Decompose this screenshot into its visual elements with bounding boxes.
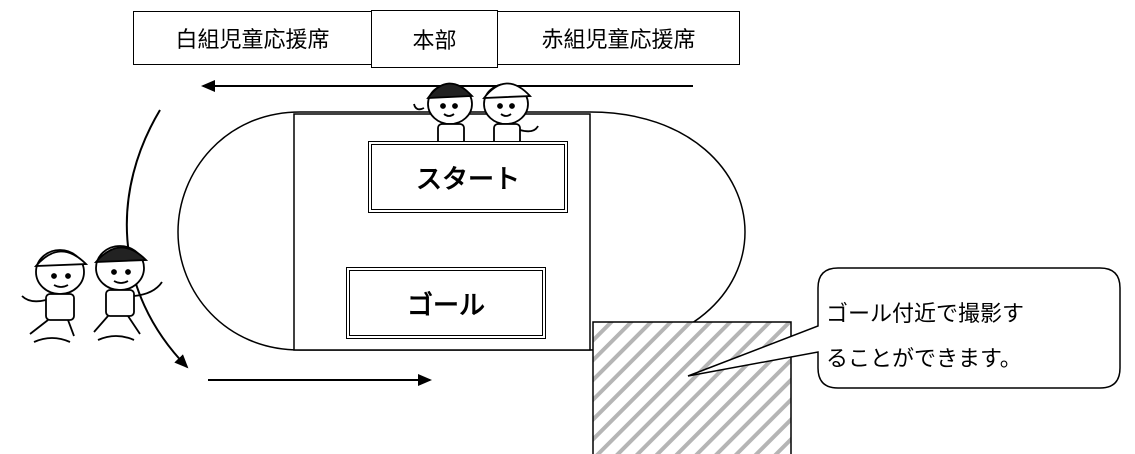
- photo-area: [592, 321, 792, 454]
- curve-arrow: [125, 109, 189, 369]
- headquarters-box: 本部: [371, 10, 498, 68]
- running-kids-icon: [21, 245, 163, 343]
- callout-bubble: [687, 267, 1121, 389]
- callout-line-1: ゴール付近で撮影す: [826, 302, 1025, 327]
- start-label: スタート: [368, 141, 568, 213]
- red-team-seat: 赤組児童応援席: [497, 11, 740, 65]
- callout-text: ゴール付近で撮影す ることができます。: [826, 292, 1126, 382]
- goal-label: ゴール: [346, 267, 546, 339]
- callout-line-2: ることができます。: [826, 347, 1022, 372]
- white-team-seat: 白組児童応援席: [133, 11, 372, 65]
